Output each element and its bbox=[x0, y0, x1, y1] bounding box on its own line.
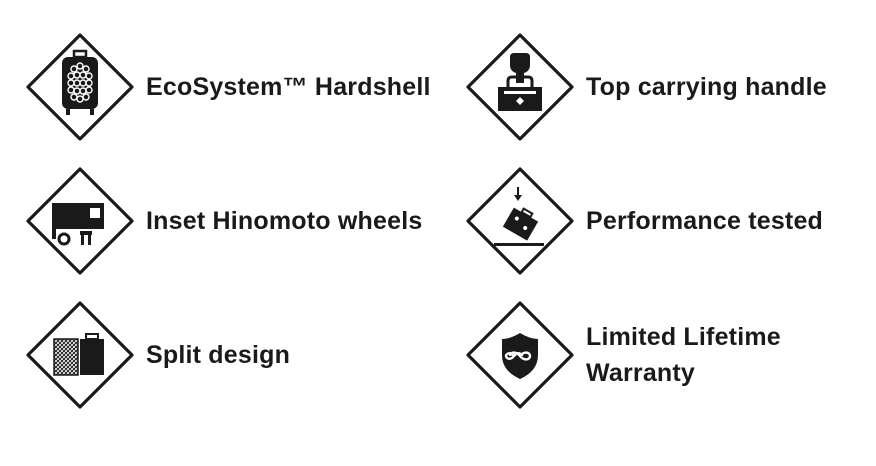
feature-label: Performance tested bbox=[586, 206, 824, 235]
feature-ecosystem-hardshell: EcoSystem™ Hardshell bbox=[24, 31, 431, 143]
feature-limited-lifetime-warranty: Limited Lifetime Warranty bbox=[464, 299, 781, 411]
feature-label: EcoSystem™ Hardshell bbox=[146, 72, 431, 101]
drop-test-icon bbox=[464, 165, 576, 277]
feature-label-line: Limited Lifetime bbox=[586, 323, 781, 351]
warranty-shield-icon bbox=[464, 299, 576, 411]
feature-label: Limited Lifetime Warranty bbox=[586, 319, 781, 391]
feature-performance-tested: Performance tested bbox=[464, 165, 823, 277]
feature-label: Split design bbox=[146, 340, 291, 369]
carrying-handle-icon bbox=[464, 31, 576, 143]
feature-inset-wheels: Inset Hinomoto wheels bbox=[24, 165, 422, 277]
feature-label-line: Warranty bbox=[586, 359, 696, 387]
feature-split-design: Split design bbox=[24, 299, 290, 411]
hardshell-suitcase-icon bbox=[24, 31, 136, 143]
feature-label: Inset Hinomoto wheels bbox=[146, 206, 423, 235]
split-design-icon bbox=[24, 299, 136, 411]
feature-top-carrying-handle: Top carrying handle bbox=[464, 31, 827, 143]
wheels-icon bbox=[24, 165, 136, 277]
feature-label: Top carrying handle bbox=[586, 72, 827, 101]
